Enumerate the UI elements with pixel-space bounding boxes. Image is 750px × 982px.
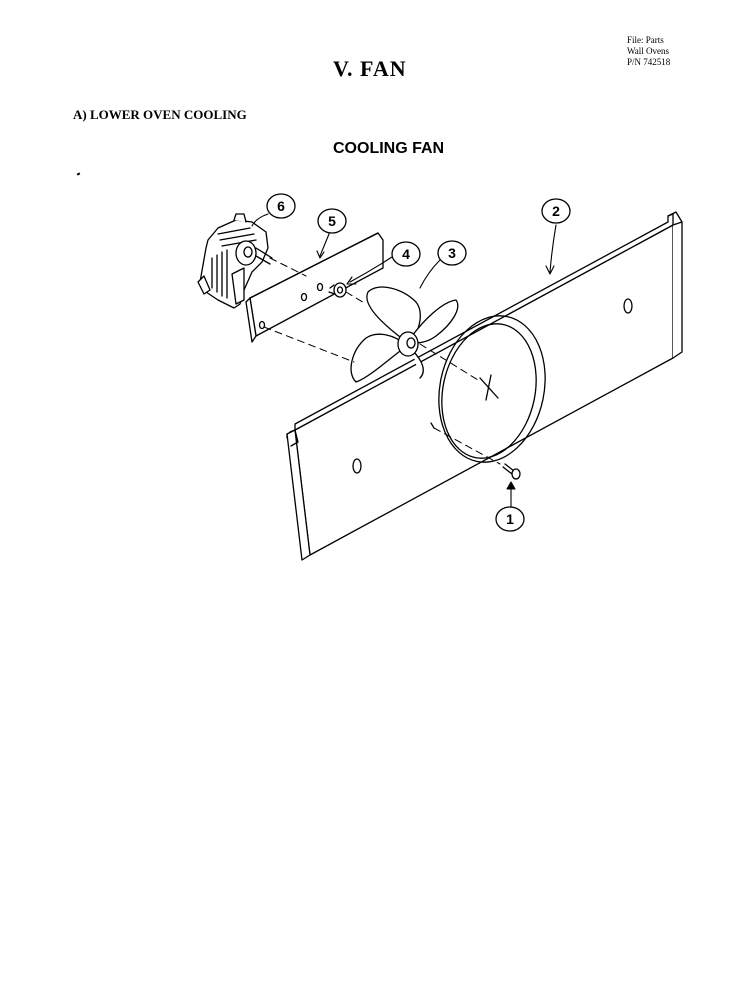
callout-6: 6: [266, 193, 296, 219]
motor-shaft: [243, 246, 253, 258]
leader-4: [349, 256, 393, 283]
fan-panel: [286, 211, 683, 561]
callout-bubble: [391, 241, 421, 267]
callout-number: 3: [448, 245, 456, 261]
nut: [328, 282, 347, 298]
diagram-title: COOLING FAN: [333, 140, 445, 157]
file-info: File: Parts Wall Ovens P/N 742518: [627, 35, 670, 68]
callout-3: 3: [437, 240, 467, 266]
nut-inner: [336, 286, 344, 294]
callouts: 6 5 4 3 2 1: [266, 193, 571, 532]
callout-number: 5: [328, 213, 336, 229]
panel-mounting-hole: [623, 298, 633, 314]
screw-head: [511, 468, 521, 480]
panel-left-notch: [286, 429, 299, 447]
callout-bubble: [541, 198, 571, 224]
file-info-line: File: Parts: [627, 35, 664, 45]
fan-blade-right: [411, 299, 459, 344]
callout-number: 4: [402, 246, 410, 262]
nut-stud: [328, 284, 336, 295]
page-title: V. FAN: [333, 56, 407, 81]
fan-hub-center: [406, 337, 416, 349]
callout-bubble: [495, 506, 525, 532]
panel-left-return: [286, 429, 311, 561]
leader-1-arrow: [506, 481, 516, 490]
file-info-line: P/N 742518: [627, 57, 671, 67]
screw-shank: [502, 463, 515, 475]
bracket-top-edge: [249, 232, 379, 299]
motor-winding: [211, 249, 228, 299]
callout-bubble: [437, 240, 467, 266]
file-info-line: Wall Ovens: [627, 46, 670, 56]
screw: [502, 463, 521, 480]
section-title: A) LOWER OVEN COOLING: [73, 107, 247, 122]
bracket-flange: [245, 297, 257, 343]
bracket-hole: [316, 282, 324, 292]
fan-blade: [350, 286, 459, 383]
callout-bubble: [317, 208, 347, 234]
motor-shaft-extension: [255, 247, 273, 265]
callout-5: 5: [317, 208, 347, 234]
fan-blade-lower: [350, 333, 405, 383]
assembly-lines: [263, 257, 501, 465]
callout-bubble: [266, 193, 296, 219]
fan-blade-upper: [366, 286, 421, 341]
panel-right-return: [672, 221, 683, 359]
callout-1: 1: [495, 506, 525, 532]
leader-5: [319, 233, 330, 257]
leader-3: [419, 259, 441, 289]
bracket-plate: [249, 232, 384, 337]
motor-mount-tab: [231, 267, 245, 305]
leader-6: [251, 213, 269, 227]
callout-number: 1: [506, 511, 514, 527]
motor-base: [197, 275, 211, 295]
motor-laminations: [217, 227, 257, 247]
motor-bracket: [245, 232, 384, 343]
leader-2-arrow: [545, 265, 555, 275]
leader-2: [549, 224, 557, 273]
assembly-line-motor-bracket: [269, 257, 307, 277]
assembly-line-bracket-fan: [263, 326, 355, 363]
leader-4-arrow: [346, 276, 357, 285]
bracket-hole: [300, 292, 308, 302]
assembly-line-nut-fan: [345, 291, 367, 305]
fan-opening-ring: [438, 315, 546, 463]
ring-tab: [430, 422, 435, 429]
fan-opening-center-cross: [479, 374, 499, 401]
assembly-line-panel-screw: [433, 427, 501, 465]
fan-motor: [197, 213, 273, 309]
fan-opening-inner: [441, 323, 537, 459]
callout-leaders: [251, 213, 557, 508]
callout-number: 6: [277, 198, 285, 214]
callout-2: 2: [541, 198, 571, 224]
motor-top-terminal: [233, 213, 247, 223]
callout-number: 2: [552, 203, 560, 219]
callout-4: 4: [391, 241, 421, 267]
panel-mounting-hole: [352, 458, 362, 474]
panel-right-notch: [667, 211, 683, 223]
leader-5-arrow: [316, 250, 325, 259]
bracket-hole: [258, 320, 266, 330]
